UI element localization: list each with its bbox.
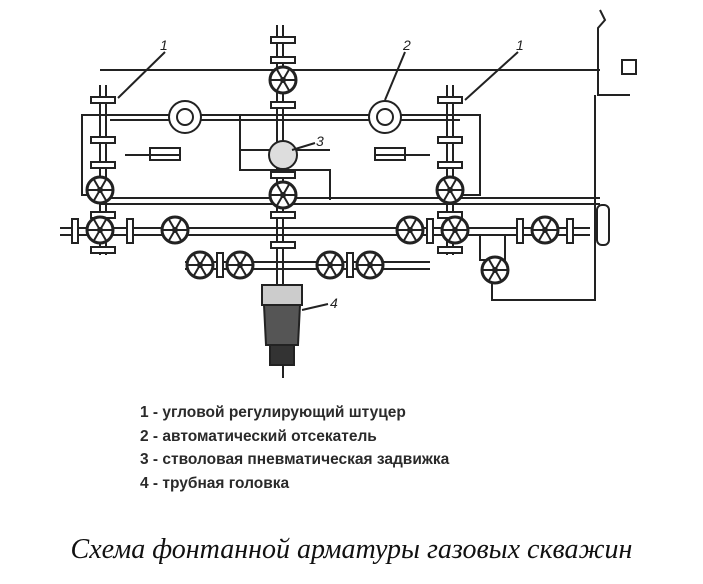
flange <box>90 96 116 104</box>
flange <box>71 218 79 244</box>
callout-1-left: 1 <box>160 37 168 53</box>
flange <box>437 246 463 254</box>
legend: 1 - угловой регулирующий штуцер 2 - авто… <box>140 401 449 495</box>
handwheel-icon <box>268 65 298 95</box>
legend-item: 3 - стволовая пневматическая задвижка <box>140 451 450 468</box>
flange <box>270 211 296 219</box>
handwheel-icon <box>480 255 510 285</box>
flange <box>270 36 296 44</box>
flange <box>346 252 354 278</box>
handwheel-icon <box>85 215 115 245</box>
legend-item: 2 - автоматический отсекатель <box>140 427 377 445</box>
handwheel-icon <box>85 175 115 205</box>
flange <box>516 218 524 244</box>
handwheel-icon <box>530 215 560 245</box>
flange <box>437 96 463 104</box>
handwheel-icon <box>225 250 255 280</box>
flange <box>216 252 224 278</box>
handwheel-group <box>85 65 560 285</box>
handwheel-icon <box>160 215 190 245</box>
flange <box>437 161 463 169</box>
flange <box>126 218 134 244</box>
handwheel-icon <box>355 250 385 280</box>
flange <box>426 218 434 244</box>
handwheel-icon <box>315 250 345 280</box>
flange <box>270 101 296 109</box>
wellhead-christmas-tree-diagram: 1 2 1 3 4 <box>60 9 637 378</box>
legend-item: 1 - угловой регулирующий штуцер <box>140 404 406 421</box>
handwheel-icon <box>435 175 465 205</box>
callout-3: 3 <box>316 133 324 149</box>
handwheel-icon <box>185 250 215 280</box>
callout-1-right: 1 <box>516 37 524 53</box>
flange <box>270 171 296 179</box>
flange <box>437 136 463 144</box>
figure-caption: Схема фонтанной арматуры газовых скважин <box>70 534 633 565</box>
handwheel-icon <box>440 215 470 245</box>
flange <box>566 218 574 244</box>
flange <box>90 246 116 254</box>
flange <box>270 56 296 64</box>
pipework <box>60 9 637 378</box>
callout-2: 2 <box>402 37 411 53</box>
flange <box>90 136 116 144</box>
callout-4: 4 <box>330 295 338 311</box>
legend-item: 4 - трубная головка <box>140 474 290 492</box>
flange <box>90 161 116 169</box>
handwheel-icon <box>395 215 425 245</box>
flange <box>270 241 296 249</box>
handwheel-icon <box>268 180 298 210</box>
